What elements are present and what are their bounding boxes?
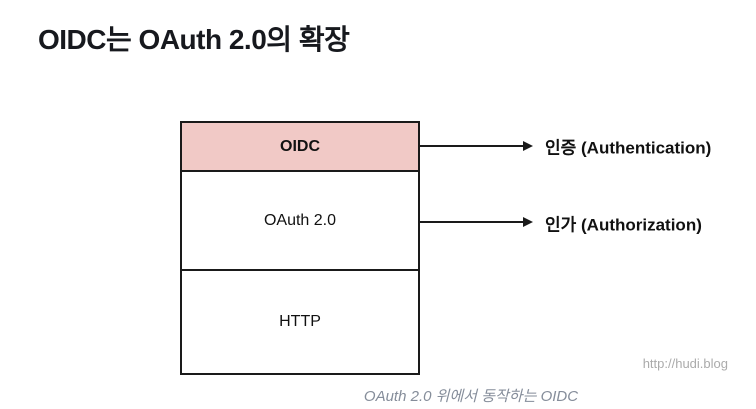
watermark-url: http://hudi.blog [642,356,728,371]
arrow-authentication [420,140,533,152]
figure-caption: OAuth 2.0 위에서 동작하는 OIDC [363,388,579,405]
authorization-label: 인가 (Authorization) [545,215,702,235]
arrow-right-icon [523,141,533,151]
arrow-line [420,145,524,147]
stack-layer-http: HTTP [182,271,418,373]
page-title: OIDC는 OAuth 2.0의 확장 [38,24,350,55]
arrow-line [420,221,524,223]
protocol-stack: OIDC OAuth 2.0 HTTP [180,121,420,375]
stack-layer-oidc-label: OIDC [280,137,320,155]
authentication-label: 인증 (Authentication) [545,138,712,158]
stack-layer-http-label: HTTP [279,313,321,330]
arrow-authorization [420,216,533,228]
arrow-right-icon [523,217,533,227]
stack-layer-oauth: OAuth 2.0 [182,172,418,271]
stack-layer-oauth-label: OAuth 2.0 [263,211,337,229]
stack-layer-oidc: OIDC [182,123,418,172]
